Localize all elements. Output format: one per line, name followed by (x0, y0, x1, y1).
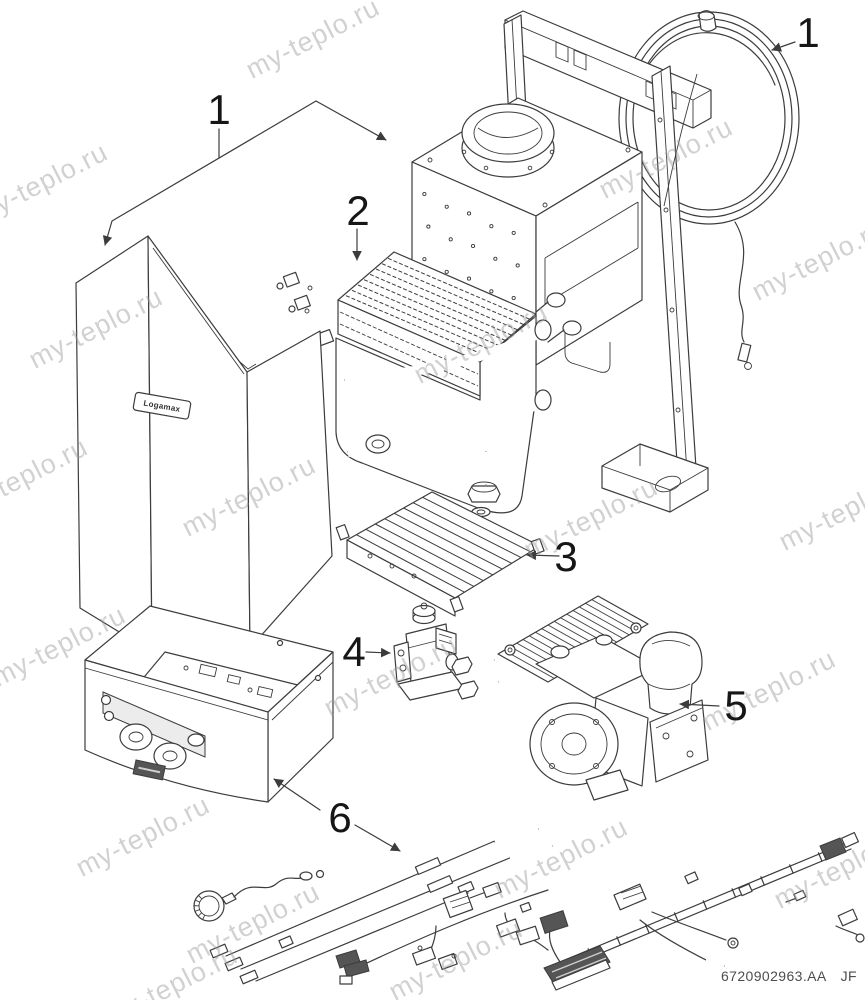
callout-6: 6 (328, 794, 352, 841)
texture-line (384, 518, 494, 576)
chamber-hole (489, 289, 494, 294)
texture-line (591, 599, 642, 629)
chamber-hole (444, 269, 449, 274)
texture-line (198, 895, 203, 900)
chamber-hole (426, 224, 431, 229)
texture-line (363, 279, 507, 342)
texture-line (375, 268, 519, 331)
texture-line (760, 876, 766, 886)
texture-line (393, 512, 503, 570)
document-number: 6720902963.AA JF (707, 968, 857, 984)
chamber-hole (489, 224, 494, 229)
electrode-cable-3 (255, 892, 469, 982)
callout-1-casing: 1 (207, 86, 231, 133)
wiring-harness-main (515, 831, 865, 991)
fixing-clips (276, 271, 313, 314)
chamber-hole (515, 263, 520, 268)
document-code: 6720902963.AA (721, 968, 827, 984)
texture-line (644, 924, 650, 934)
callout-leaders (102, 41, 796, 852)
panel-knob-right (153, 742, 187, 770)
chamber-hole (511, 295, 516, 301)
texture-line (504, 649, 555, 679)
hx-drain-valve (365, 434, 391, 454)
leader-6-panel (273, 778, 321, 811)
casing-side-face (246, 330, 333, 649)
callout-1-seal: 1 (796, 9, 820, 56)
texture-line (412, 502, 522, 559)
panel-button-bottom (103, 710, 115, 722)
texture-line (572, 610, 624, 639)
texture-line (731, 888, 737, 898)
texture-line (422, 496, 531, 553)
texture-line (356, 534, 465, 593)
leader-5 (679, 699, 720, 710)
panel-button-top (100, 694, 112, 706)
ring-terminal (727, 937, 739, 949)
casing-brand-badge: Logamax (132, 391, 192, 420)
texture-line (345, 295, 489, 358)
texture-line (579, 606, 630, 636)
wiring-electrodes (193, 826, 553, 985)
burner (335, 491, 545, 617)
chamber-side-panel (535, 151, 643, 366)
leader-4 (365, 647, 391, 658)
chamber-hole (511, 230, 516, 235)
hydraulic-assembly (451, 595, 709, 801)
chamber-hole (422, 257, 427, 262)
casing-front-face (147, 235, 251, 653)
callout-5: 5 (724, 682, 748, 729)
leader-1-seal (771, 41, 796, 52)
expansion-dome (639, 631, 703, 715)
control-panel (84, 605, 334, 803)
texture-line (365, 528, 475, 587)
chamber-hole (493, 256, 498, 261)
texture-line (351, 289, 495, 352)
chamber-hole (466, 276, 472, 281)
texture-line (381, 263, 525, 326)
texture-line (357, 284, 501, 347)
callout-4: 4 (342, 628, 366, 675)
leader-6-cables (354, 824, 401, 852)
texture-line (403, 507, 512, 564)
seal-sensor-wire (734, 221, 745, 343)
chamber-hole (470, 243, 476, 249)
heat-exchanger (313, 251, 582, 518)
panel-display-strip (102, 691, 206, 758)
texture-line (585, 602, 636, 632)
leader-3 (526, 550, 560, 561)
electrode-cable-1 (225, 839, 498, 957)
pump-terminal-box (585, 769, 629, 801)
texture-line (197, 912, 202, 917)
callout-3: 3 (554, 533, 578, 580)
texture-line (788, 864, 794, 874)
chamber-hole (466, 211, 472, 216)
wiring-harness-small (335, 881, 549, 985)
leader-1-chamber (315, 100, 387, 141)
texture-line (195, 899, 200, 903)
pump-front (529, 702, 619, 786)
texture-line (194, 909, 200, 912)
chamber-hole (448, 237, 453, 242)
callout-2: 2 (346, 187, 370, 234)
texture-line (817, 852, 823, 862)
front-casing: Logamax (75, 235, 333, 653)
panel-knob-left (119, 723, 153, 751)
texture-line (387, 257, 531, 320)
texture-line (202, 914, 206, 920)
electrode-cable-2 (240, 856, 513, 970)
door-seal-ring (618, 10, 800, 370)
texture-line (616, 936, 622, 946)
document-suffix: JF (840, 968, 857, 984)
chamber-hole (444, 204, 449, 209)
texture-line (673, 912, 679, 922)
gas-valve (393, 602, 465, 701)
texture-line (702, 900, 708, 910)
chamber-hole (422, 191, 427, 197)
leader-1-casing (102, 100, 317, 246)
texture-line (369, 273, 513, 336)
texture-line (375, 523, 484, 582)
harness-end-connector (819, 837, 847, 861)
